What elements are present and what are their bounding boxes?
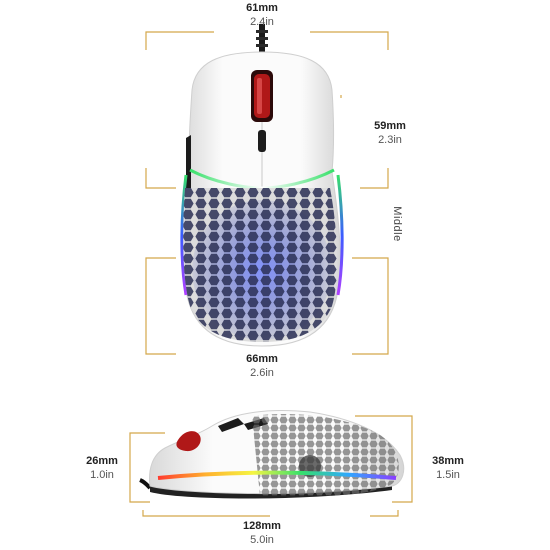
honeycomb-shell [183,188,338,342]
label-length-front: 59mm 2.3in [374,120,406,146]
label-length-total: 128mm 5.0in [243,520,281,546]
grip-style-label: Middle [391,206,403,242]
dimension-brackets-side [129,415,413,517]
mouse-side-view [139,410,405,499]
scroll-wheel-side [176,431,201,452]
label-width-top: 61mm 2.4in [246,2,278,28]
label-height-rear: 38mm 1.5in [432,455,464,481]
label-width-bottom: 66mm 2.6in [246,353,278,379]
rgb-strip-side [157,470,397,480]
dimension-brackets-top [145,31,389,355]
mouse-top-view [180,24,344,347]
side-buttons [186,135,191,196]
label-height-front: 26mm 1.0in [86,455,118,481]
dpi-button [258,130,266,152]
